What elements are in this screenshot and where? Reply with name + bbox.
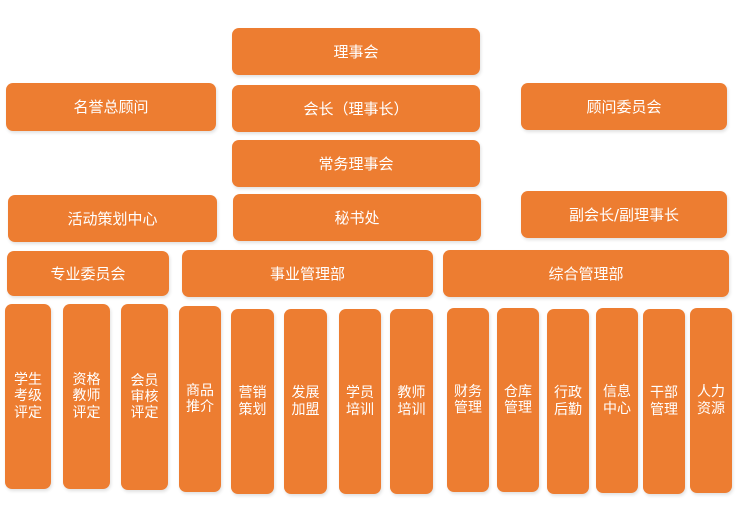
franchise-box: 发展加盟 [284,309,327,494]
activity-center-box: 活动策划中心 [8,195,217,242]
product-promotion-box: 商品推介 [179,306,221,492]
franchise-label: 发展加盟 [291,385,320,418]
member-review-label: 会员审核评定 [130,372,159,422]
advisory-committee-box: 顾问委员会 [521,83,727,130]
student-grading-box: 学生考级评定 [5,304,51,489]
activity-center-label: 活动策划中心 [67,209,158,228]
member-review-box: 会员审核评定 [121,304,168,490]
cadre-management-box: 干部管理 [643,309,685,494]
standing-council-label: 常务理事会 [318,154,394,173]
advisory-committee-label: 顾问委员会 [586,97,662,116]
secretariat-label: 秘书处 [334,208,380,227]
teacher-qualification-label: 资格教师评定 [72,372,101,421]
logistics-label: 行政后勤 [554,385,582,418]
general-management-box: 综合管理部 [443,250,729,297]
cadre-management-label: 干部管理 [650,385,678,418]
warehouse-label: 仓库管理 [504,383,532,416]
marketing-box: 营销策划 [231,309,274,494]
warehouse-box: 仓库管理 [497,308,539,492]
vice-president-label: 副会长/副理事长 [568,205,680,224]
professional-committee-box: 专业委员会 [7,251,169,296]
finance-label: 财务管理 [454,383,482,416]
logistics-box: 行政后勤 [547,309,589,494]
professional-committee-label: 专业委员会 [50,264,126,283]
human-resources-label: 人力资源 [697,384,725,417]
president-box: 会长（理事长） [232,85,480,132]
marketing-label: 营销策划 [238,385,267,418]
info-center-label: 信息中心 [603,384,631,417]
honorary-advisor-box: 名誉总顾问 [6,83,216,131]
honorary-advisor-label: 名誉总顾问 [73,98,149,116]
general-management-label: 综合管理部 [548,264,624,283]
council-label: 理事会 [333,42,379,61]
standing-council-box: 常务理事会 [232,140,480,187]
teacher-qualification-box: 资格教师评定 [63,304,110,489]
council-box: 理事会 [232,28,480,75]
business-management-label: 事业管理部 [269,264,345,283]
finance-box: 财务管理 [447,308,489,492]
secretariat-box: 秘书处 [233,194,481,241]
student-training-box: 学员培训 [339,309,381,494]
info-center-box: 信息中心 [596,308,638,493]
president-label: 会长（理事长） [303,99,409,118]
vice-president-box: 副会长/副理事长 [521,191,727,238]
human-resources-box: 人力资源 [690,308,732,493]
teacher-training-box: 教师培训 [390,309,433,494]
product-promotion-label: 商品推介 [186,382,214,415]
student-training-label: 学员培训 [346,385,374,418]
student-grading-label: 学生考级评定 [14,372,42,421]
business-management-box: 事业管理部 [182,250,433,297]
teacher-training-label: 教师培训 [397,385,426,418]
